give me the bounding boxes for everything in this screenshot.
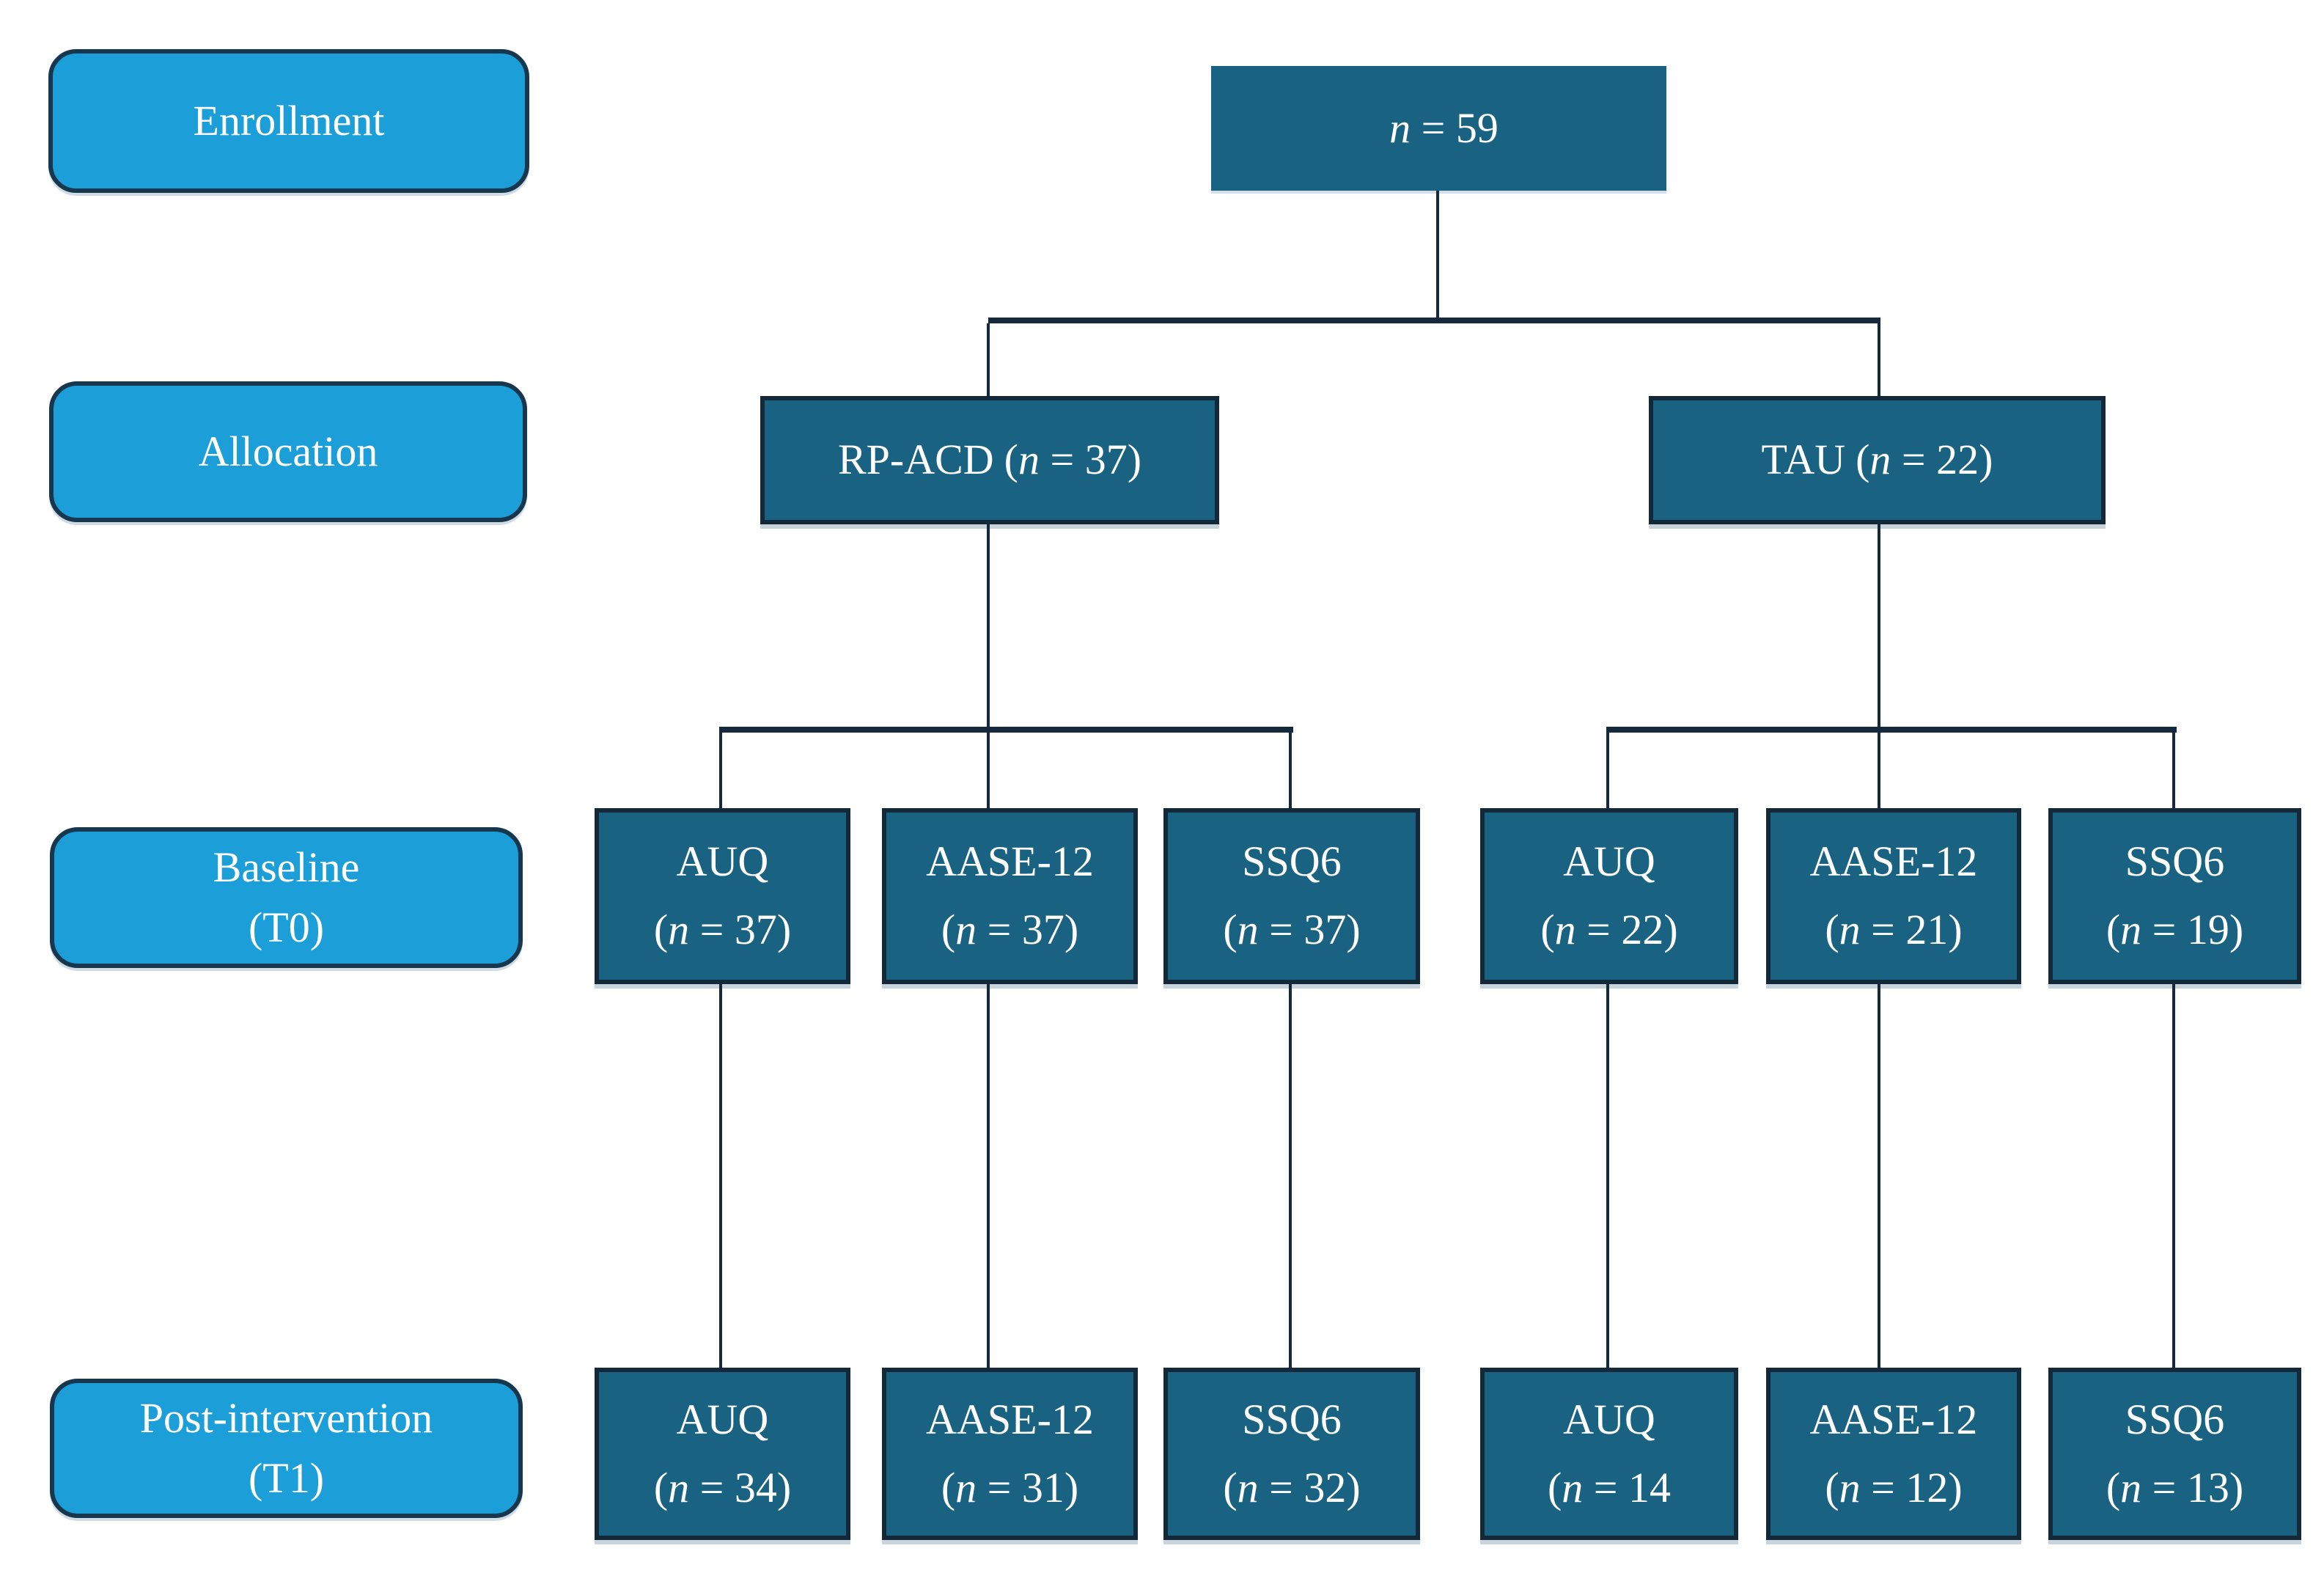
node-count: (n = 12) xyxy=(1825,1463,1963,1511)
flow-node-post-rpacd-aase12: AASE-12 (n = 31) xyxy=(882,1368,1138,1540)
n-italic: n xyxy=(955,906,977,953)
n-italic: n xyxy=(1562,1463,1584,1511)
stage-label-subtext: (T1) xyxy=(248,1454,325,1502)
node-count: (n = 19) xyxy=(2106,906,2244,953)
node-count: (n = 22) xyxy=(1856,436,1993,484)
stage-label-post-intervention-t1: Post-intervention (T1) xyxy=(50,1379,523,1518)
connector-drop-to-tau xyxy=(1878,323,1880,396)
n-italic: n xyxy=(668,906,690,953)
connector-baseline-post-rpacd-auq xyxy=(719,984,722,1368)
n-italic: n xyxy=(1839,1463,1861,1511)
connector-baseline-post-tau-auq xyxy=(1606,984,1609,1368)
n-italic: n xyxy=(955,1463,977,1511)
node-title: AASE-12 xyxy=(1809,837,1978,886)
flow-node-baseline-tau-aase12: AASE-12 (n = 21) xyxy=(1766,808,2021,984)
node-title: AUQ xyxy=(676,1395,769,1443)
node-count: (n = 13) xyxy=(2106,1463,2244,1511)
node-count: (n = 21) xyxy=(1825,906,1963,953)
stage-label-text: Allocation xyxy=(198,427,378,475)
n-italic: n xyxy=(2120,906,2142,953)
stage-label-text: Post-intervention xyxy=(139,1393,433,1442)
flow-node-baseline-tau-ssq6: SSQ6 (n = 19) xyxy=(2048,808,2301,984)
flow-node-tau: TAU (n = 22) xyxy=(1649,396,2106,524)
flow-node-baseline-rpacd-auq: AUQ (n = 37) xyxy=(595,808,850,984)
connector-baseline-post-tau-aase12 xyxy=(1878,984,1880,1368)
flow-node-post-tau-auq: AUQ (n = 14 xyxy=(1480,1368,1738,1540)
connector-tau-drop xyxy=(1878,524,1880,727)
node-title: SSQ6 xyxy=(1242,837,1342,886)
stage-label-text: Baseline xyxy=(213,843,360,891)
n-italic: n xyxy=(1554,906,1576,953)
n-italic: n xyxy=(1018,436,1040,484)
connector-drop-rpacd-auq xyxy=(719,733,722,808)
connector-allocation-horizontal xyxy=(988,318,1880,323)
flow-node-post-tau-ssq6: SSQ6 (n = 13) xyxy=(2048,1368,2301,1540)
flow-node-baseline-rpacd-aase12: AASE-12 (n = 37) xyxy=(882,808,1138,984)
node-count: (n = 14 xyxy=(1547,1463,1672,1511)
flow-node-baseline-tau-auq: AUQ (n = 22) xyxy=(1480,808,1738,984)
connector-baseline-post-rpacd-aase12 xyxy=(987,984,990,1368)
node-title: AASE-12 xyxy=(1809,1395,1978,1443)
stage-label-allocation: Allocation xyxy=(49,381,527,522)
node-count: (n = 37) xyxy=(941,906,1079,953)
stage-label-subtext: (T0) xyxy=(248,903,325,951)
flow-node-post-rpacd-ssq6: SSQ6 (n = 32) xyxy=(1163,1368,1420,1540)
connector-drop-tau-aase12 xyxy=(1878,733,1880,808)
connector-rpacd-baseline-horizontal xyxy=(719,727,1293,733)
n-italic: n xyxy=(1389,103,1411,152)
node-count: (n = 37) xyxy=(1223,906,1361,953)
node-title: SSQ6 xyxy=(2125,1395,2225,1443)
flow-node-post-tau-aase12: AASE-12 (n = 12) xyxy=(1766,1368,2021,1540)
node-count: (n = 32) xyxy=(1223,1463,1361,1511)
connector-drop-to-rpacd xyxy=(987,323,990,396)
flow-node-rpacd: RP-ACD (n = 37) xyxy=(760,396,1219,524)
flow-node-enrollment-total: n = 59 xyxy=(1211,66,1666,191)
flow-node-baseline-rpacd-ssq6: SSQ6 (n = 37) xyxy=(1163,808,1420,984)
stage-label-enrollment: Enrollment xyxy=(48,49,529,193)
node-title: AUQ xyxy=(676,837,769,886)
connector-drop-rpacd-aase12 xyxy=(987,733,990,808)
node-count: (n = 22) xyxy=(1540,906,1678,953)
n-italic: n xyxy=(2120,1463,2142,1511)
node-title: SSQ6 xyxy=(2125,837,2225,886)
node-count: (n = 37) xyxy=(1004,436,1142,484)
connector-rpacd-drop xyxy=(987,524,990,727)
node-title: AUQ xyxy=(1563,1395,1655,1443)
node-title: AASE-12 xyxy=(926,837,1094,886)
connector-n59-drop xyxy=(1436,191,1439,320)
node-title: RP-ACD xyxy=(837,436,994,484)
connector-tau-baseline-horizontal xyxy=(1606,727,2177,733)
n-italic: n xyxy=(1237,906,1259,953)
flow-node-post-rpacd-auq: AUQ (n = 34) xyxy=(595,1368,850,1540)
connector-baseline-post-tau-ssq6 xyxy=(2172,984,2175,1368)
connector-drop-tau-ssq6 xyxy=(2172,733,2175,808)
connector-baseline-post-rpacd-ssq6 xyxy=(1289,984,1292,1368)
node-title: SSQ6 xyxy=(1242,1395,1342,1443)
n-italic: n xyxy=(1839,906,1861,953)
node-count: n = 59 xyxy=(1389,103,1499,152)
node-title: AASE-12 xyxy=(926,1395,1094,1443)
stage-label-baseline-t0: Baseline (T0) xyxy=(50,827,523,968)
node-count: (n = 31) xyxy=(941,1463,1079,1511)
n-italic: n xyxy=(1237,1463,1259,1511)
connector-drop-tau-auq xyxy=(1606,733,1609,808)
connector-drop-rpacd-ssq6 xyxy=(1289,733,1292,808)
n-italic: n xyxy=(668,1463,690,1511)
node-count: (n = 37) xyxy=(653,906,792,953)
node-count: (n = 34) xyxy=(653,1463,792,1511)
stage-label-text: Enrollment xyxy=(193,96,385,144)
node-title: AUQ xyxy=(1563,837,1655,886)
n-italic: n xyxy=(1869,436,1891,484)
node-title: TAU xyxy=(1761,436,1846,484)
